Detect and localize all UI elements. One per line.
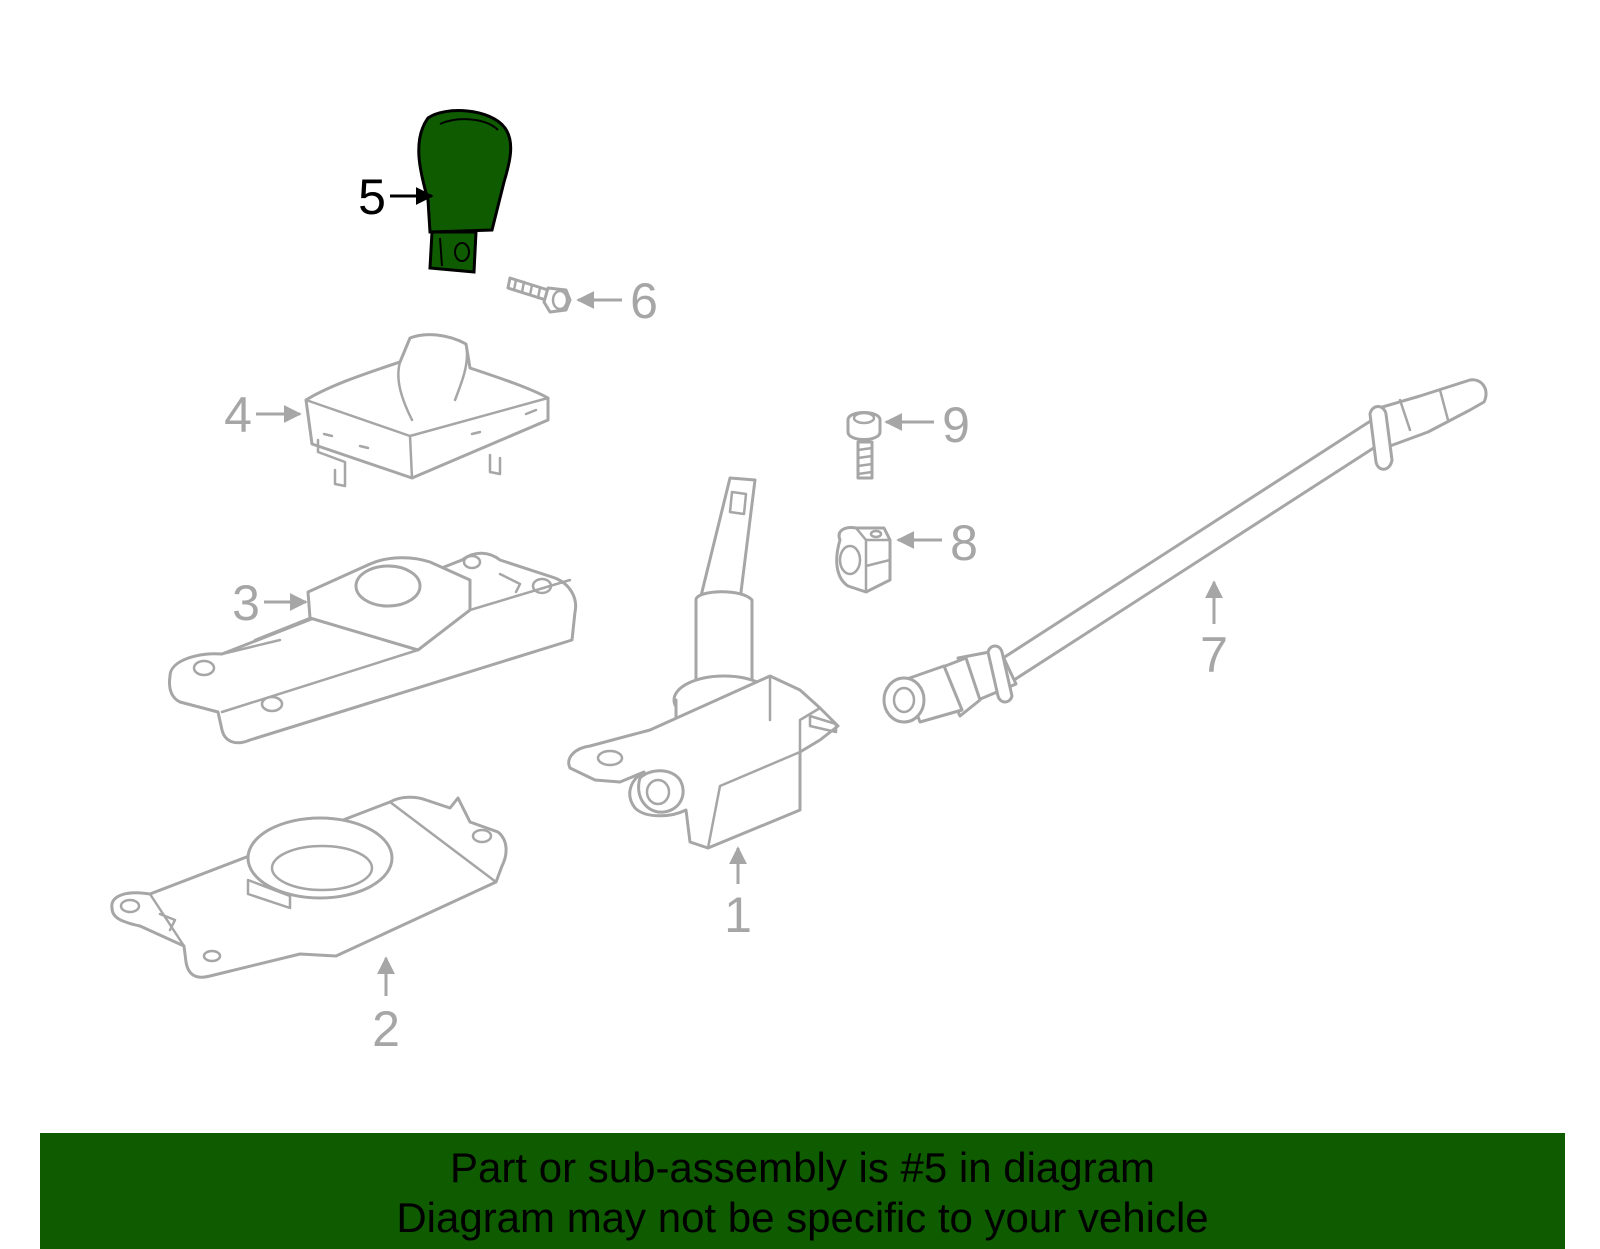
part-5-shift-knob[interactable]	[417, 109, 513, 274]
info-banner: Part or sub-assembly is #5 in diagram Di…	[40, 1133, 1565, 1249]
part-3-bezel[interactable]	[168, 551, 578, 745]
callout-number: 9	[942, 397, 970, 453]
banner-line-disclaimer: Diagram may not be specific to your vehi…	[396, 1194, 1209, 1241]
part-9-bolt[interactable]	[846, 411, 882, 480]
part-7-shift-cable[interactable]	[882, 378, 1488, 724]
callout-4: 4	[224, 387, 302, 443]
part-4-boot[interactable]	[304, 333, 550, 488]
callout-number: 1	[724, 887, 752, 943]
banner-line-part-number: Part or sub-assembly is #5 in diagram	[450, 1144, 1155, 1191]
callout-number: 3	[232, 575, 260, 631]
callout-7: 7	[1200, 580, 1228, 683]
part-6-screw[interactable]	[506, 276, 572, 314]
callout-number: 2	[372, 1001, 400, 1057]
part-1-shifter-assembly[interactable]	[567, 476, 840, 850]
callout-number: 8	[950, 515, 978, 571]
callout-number: 6	[630, 273, 658, 329]
callout-number: 7	[1200, 627, 1228, 683]
part-8-clip[interactable]	[835, 526, 892, 594]
callout-8: 8	[896, 515, 978, 571]
callout-number: 4	[224, 387, 252, 443]
callout-1: 1	[724, 846, 752, 943]
callout-2: 2	[372, 956, 400, 1057]
callout-number: 5	[358, 169, 386, 225]
callout-9: 9	[884, 397, 970, 453]
part-2-base-plate[interactable]	[110, 795, 508, 979]
callout-5: 5	[358, 169, 434, 225]
callout-3: 3	[232, 575, 308, 631]
callout-6: 6	[576, 273, 658, 329]
